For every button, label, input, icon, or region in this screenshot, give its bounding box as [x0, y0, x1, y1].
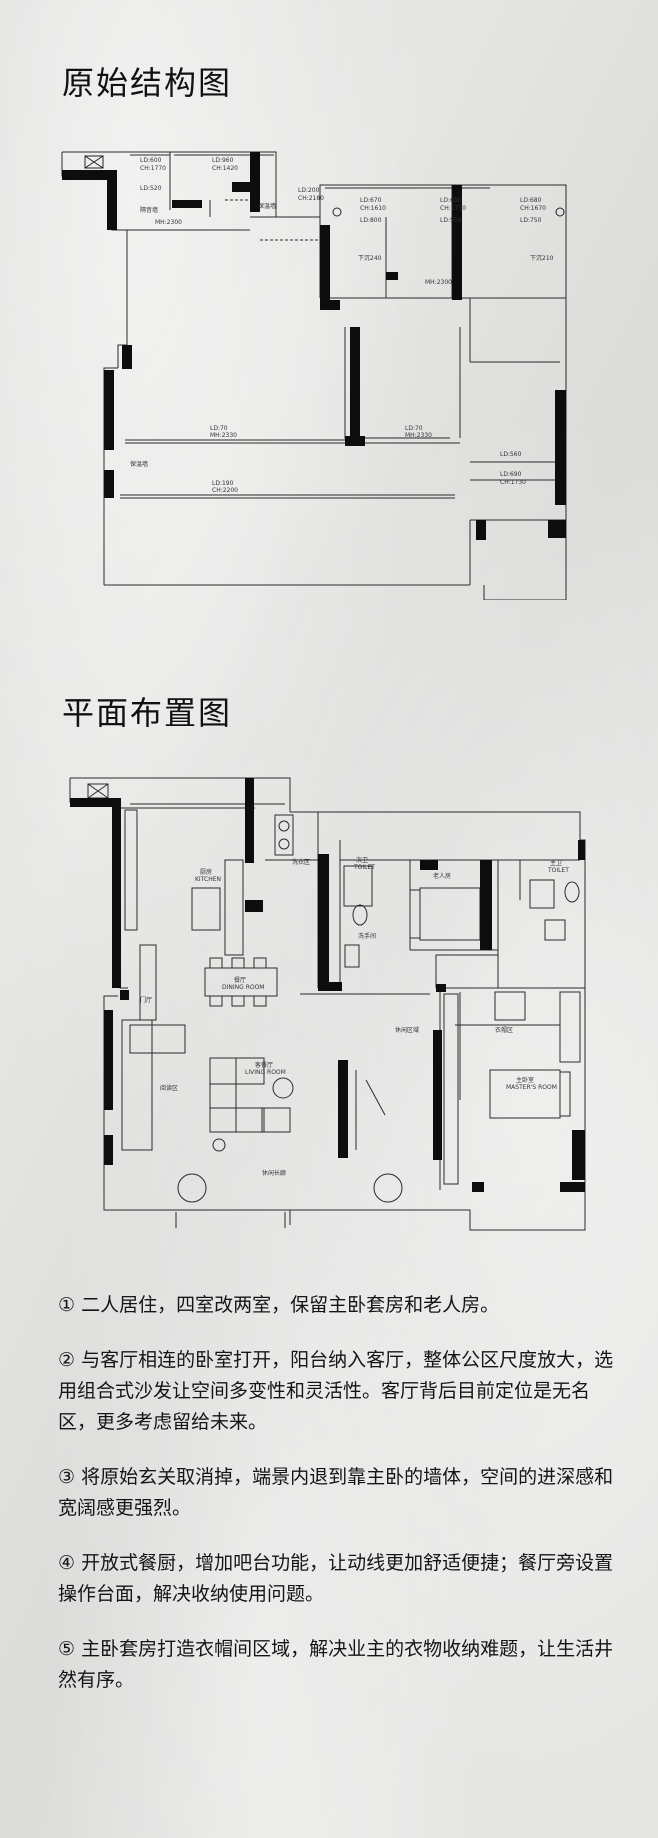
note-4: ④ 开放式餐厨，增加吧台功能，让动线更加舒适便捷；餐厅旁设置操作台面，解决收纳使… — [58, 1552, 614, 1605]
label-ld680: LD:680 — [440, 197, 462, 204]
label-ch1730b: CH:1730 — [500, 479, 526, 486]
label-elder-room: 老人房 — [433, 872, 451, 880]
original-structure-plan: LD:600 CH:1770 LD:960 CH:1420 LD:200 CH:… — [0, 140, 658, 600]
label-kitchen-en: KITCHEN — [195, 876, 221, 883]
label-ch2180: CH:2180 — [298, 195, 324, 202]
note-1: ① 二人居住，四室改两室，保留主卧套房和老人房。 — [58, 1294, 500, 1316]
label-ld560: LD:560 — [500, 451, 522, 458]
label-ch1770: CH:1770 — [140, 165, 166, 172]
label-ld520: LD:520 — [140, 185, 162, 192]
label-mh2300a: MH:2300 — [155, 219, 182, 226]
label-washroom: 洗手间 — [358, 932, 376, 940]
note-5: ⑤ 主卧套房打造衣帽间区域，解决业主的衣物收纳难题，让生活井然有序。 — [58, 1638, 614, 1691]
label-living-cn: 客餐厅 — [255, 1061, 273, 1069]
label-master-cn: 主卧室 — [516, 1076, 534, 1084]
label-ld690: LD:690 — [500, 471, 522, 478]
label-wall-c: 保温墙 — [130, 460, 148, 468]
label-ch1610: CH:1610 — [360, 205, 386, 212]
note-3: ③ 将原始玄关取消掉，端景内退到靠主卧的墙体，空间的进深感和宽阔感更强烈。 — [58, 1466, 614, 1519]
label-ld750: LD:750 — [520, 217, 542, 224]
label-ld190: LD:190 — [212, 480, 234, 487]
design-notes: ① 二人居住，四室改两室，保留主卧套房和老人房。 ② 与客厅相连的卧室打开，阳台… — [58, 1290, 618, 1720]
label-ch1730: CH:1730 — [440, 205, 466, 212]
label-sill210: 下沉210 — [530, 254, 554, 262]
label-wall-a: 隔音墙 — [140, 206, 158, 214]
label-ch2200: CH:2200 — [212, 487, 238, 494]
label-ld550: LD:550 — [440, 217, 462, 224]
note-2: ② 与客厅相连的卧室打开，阳台纳入客厅，整体公区尺度放大，选用组合式沙发让空间多… — [58, 1349, 614, 1433]
label-ld70b: LD:70 — [405, 425, 423, 432]
label-master-toilet-cn: 主卫 — [550, 859, 562, 867]
label-mh2300b: MH:2300 — [425, 279, 452, 286]
label-wall-b: 保温墙 — [258, 202, 276, 210]
label-guest-toilet-en: TOILET — [353, 864, 375, 871]
label-reading: 阅读区 — [160, 1084, 178, 1092]
label-foyer: 门厅 — [140, 996, 152, 1004]
label-dining-en: DINING ROOM — [222, 984, 264, 991]
label-ch1670: CH:1670 — [520, 205, 546, 212]
label-ld800: LD:800 — [360, 217, 382, 224]
label-ld960: LD:960 — [212, 157, 234, 164]
label-dining-cn: 餐厅 — [234, 976, 246, 984]
label-mh2330a: MH:2330 — [210, 432, 237, 439]
label-ch1420: CH:1420 — [212, 165, 238, 172]
label-ld70a: LD:70 — [210, 425, 228, 432]
floor-layout-title: 平面布置图 — [62, 694, 233, 732]
label-leisure: 休闲区域 — [395, 1026, 419, 1034]
label-mh2330b: MH:2330 — [405, 432, 432, 439]
label-sill240: 下沉240 — [358, 254, 382, 262]
label-living-en: LIVING ROOM — [245, 1069, 286, 1076]
label-ld680b: LD:680 — [520, 197, 542, 204]
label-master-en: MASTER'S ROOM — [506, 1084, 557, 1091]
label-master-toilet-en: TOILET — [547, 867, 569, 874]
label-kitchen-cn: 厨房 — [200, 868, 212, 876]
label-ld670: LD:670 — [360, 197, 382, 204]
floor-layout-plan: 厨房 KITCHEN 洗衣区 餐厅 DINING ROOM 次卫 TOILET … — [0, 770, 658, 1240]
original-structure-title: 原始结构图 — [62, 64, 233, 102]
label-ld200: LD:200 — [298, 187, 320, 194]
label-ld600: LD:600 — [140, 157, 162, 164]
label-closet: 衣帽区 — [495, 1026, 513, 1034]
label-guest-toilet-cn: 次卫 — [356, 856, 368, 864]
label-balcony: 休闲长廊 — [262, 1169, 286, 1177]
label-laundry: 洗衣区 — [292, 858, 310, 866]
